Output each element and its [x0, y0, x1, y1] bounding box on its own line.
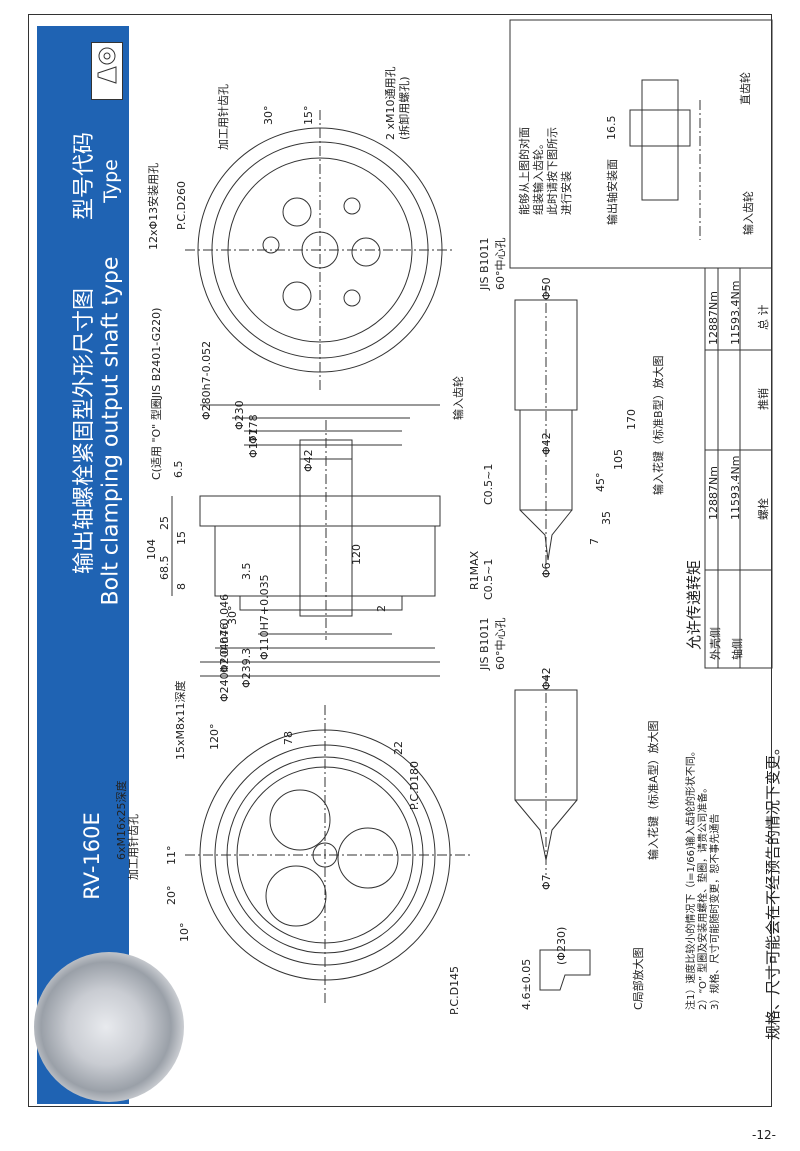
torque-title: 允许传递转矩: [685, 559, 703, 650]
dim-d110: Φ110H7+0.035: [258, 574, 271, 660]
dim-d230: Φ230: [233, 400, 246, 430]
dim-3-5: 3.5: [240, 562, 253, 581]
dim-105: 105: [612, 449, 625, 470]
dim-15deg: 15°: [302, 105, 315, 126]
center-hole-a-label: 60°中心孔: [494, 617, 507, 671]
dim-d42: Φ42: [302, 449, 315, 472]
pin-hole-top-label: 加工用针齿孔: [217, 84, 230, 150]
dim-6-5: 6.5: [172, 460, 185, 479]
oring-label: C(适用 "O" 型圈JIS B2401-G220): [150, 307, 163, 480]
c05-a-label: C0.5~1: [482, 558, 495, 600]
projection-symbol: [91, 42, 123, 100]
inset-face-label: 输出轴安装面: [606, 159, 619, 225]
torque-row2-total: 11593.4Nm: [729, 280, 742, 345]
dim-120: 120: [350, 544, 363, 565]
dim-11deg: 11°: [165, 845, 178, 866]
product-photo: [34, 952, 184, 1102]
m10-sub-label: (拆卸用螺孔): [398, 76, 411, 140]
dim-16-5: 16.5: [605, 115, 618, 141]
dim-15: 15: [175, 531, 188, 545]
dim-68-5: 68.5: [158, 555, 171, 581]
input-gear-label: 输入齿轮: [452, 376, 465, 420]
torque-header-total: 总 计: [757, 304, 770, 331]
dim-d50: Φ50: [540, 277, 553, 300]
dim-4-6: 4.6±0.05: [520, 958, 533, 1010]
torque-row2-bolt: 11593.4Nm: [729, 455, 742, 520]
dim-d42a: Φ42: [540, 667, 553, 690]
r1-label: R1MAX: [468, 550, 481, 590]
dim-d177: Φ177: [247, 428, 260, 458]
dim-120deg: 120°: [208, 723, 221, 751]
dim-8: 8: [175, 583, 188, 590]
hole12-label: 12xΦ13安装用孔: [147, 162, 160, 250]
dim-35-b: 35: [600, 511, 613, 525]
dim-7-b: 7: [588, 538, 601, 545]
dim-2: 2: [375, 605, 388, 612]
inset-gear-label: 输入齿轮: [742, 191, 755, 235]
torque-row1-total: 12887Nm: [707, 291, 720, 345]
drawing-sheet: [28, 14, 772, 1107]
c05-b-label: C0.5~1: [482, 463, 495, 505]
dim-d240: Φ240h7-0.046: [218, 622, 231, 702]
m16-label: 6xM16x25深度: [115, 780, 128, 860]
note-3: 3）规格、尺寸可能随时变更，恕不事先通告: [710, 813, 721, 1010]
dim-104: 104: [145, 539, 158, 560]
inset-note-4: 进行安装: [560, 171, 573, 215]
dim-d7: Φ7: [540, 874, 553, 890]
inset-straight-label: 直齿轮: [739, 72, 752, 105]
center-hole-b-label: 60°中心孔: [494, 237, 507, 291]
dim-10deg: 10°: [178, 922, 191, 943]
torque-header-bolt: 螺栓: [757, 498, 770, 520]
pcd180-label: P.C.D180: [408, 760, 421, 810]
torque-row1-label: 外壳侧: [709, 627, 722, 660]
spline-b-label: 输入花键（标准B型）放大图: [652, 355, 665, 495]
torque-row2-label: 轴侧: [731, 638, 744, 660]
dim-d6: Φ6: [540, 562, 553, 578]
projection-icon: [97, 47, 117, 84]
dim-22: 22: [392, 741, 405, 755]
dim-d42b: Φ42: [540, 432, 553, 455]
c-detail-label: C局部放大图: [632, 947, 645, 1010]
dim-20deg: 20°: [165, 885, 178, 906]
dim-45-b: 45°: [594, 472, 607, 493]
dim-170: 170: [625, 409, 638, 430]
page-number: -12-: [752, 1128, 776, 1142]
m8-label: 15xM8x11深度: [174, 680, 187, 760]
spline-a-label: 输入花键（标准A型）放大图: [647, 720, 660, 860]
jis-a-label: JIS B1011: [478, 617, 491, 670]
footer-note: 规格、尺寸可能会在不经预告的情况下变更。: [764, 739, 782, 1040]
dim-d280: Φ280h7-0.052: [200, 340, 213, 420]
pcd260-label: P.C.D260: [175, 180, 188, 230]
dim-d230c: (Φ230): [555, 926, 568, 965]
pcd145-label: P.C.D145: [448, 965, 461, 1015]
torque-header-pin: 推销: [757, 388, 770, 410]
dim-d239-3: Φ239.3: [240, 647, 253, 688]
torque-row1-bolt: 12887Nm: [707, 466, 720, 520]
dim-30deg: 30°: [262, 105, 275, 126]
jis-b-label: JIS B1011: [478, 237, 491, 290]
dim-78: 78: [282, 731, 295, 745]
dim-25: 25: [158, 516, 171, 530]
title-band: RV-160E 输出轴螺栓紧固型外形尺寸图 Bolt clamping outp…: [37, 26, 129, 1104]
